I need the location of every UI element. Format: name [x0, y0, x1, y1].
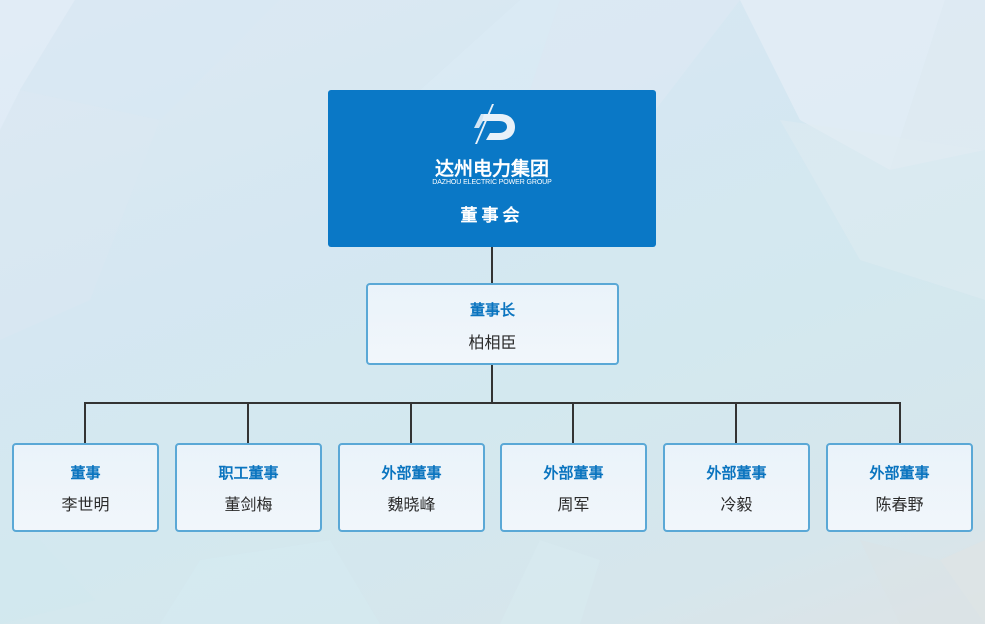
- director-name: 冷毅: [720, 495, 753, 514]
- director-role: 董事: [70, 464, 101, 482]
- connector-drop-1: [84, 402, 86, 443]
- chairman-node[interactable]: 董事长 柏相臣: [366, 283, 619, 365]
- connector-drop-5: [735, 402, 737, 443]
- director-role: 职工董事: [218, 464, 279, 482]
- director-name: 李世明: [61, 495, 110, 514]
- connector-drop-6: [899, 402, 901, 443]
- connector-drop-4: [572, 402, 574, 443]
- organization-name: 达州电力集团: [434, 158, 549, 180]
- director-role: 外部董事: [381, 464, 442, 482]
- director-node[interactable]: 外部董事 冷毅: [663, 443, 810, 532]
- director-role: 外部董事: [543, 464, 604, 482]
- chairman-role: 董事长: [469, 301, 515, 319]
- director-node[interactable]: 董事 李世明: [12, 443, 159, 532]
- director-name: 魏晓峰: [387, 495, 436, 514]
- director-node[interactable]: 外部董事 周军: [500, 443, 647, 532]
- chairman-name: 柏相臣: [468, 333, 517, 352]
- connector-drop-2: [247, 402, 249, 443]
- board-node[interactable]: 达州电力集团 DAZHOU ELECTRIC POWER GROUP 董事会: [328, 90, 656, 247]
- lightning-d-logo-icon: [474, 104, 515, 144]
- connector-board-to-chairman: [491, 247, 493, 283]
- board-title: 董事会: [460, 206, 524, 226]
- connector-bus: [84, 402, 901, 404]
- organization-name-english: DAZHOU ELECTRIC POWER GROUP: [432, 179, 552, 186]
- director-role: 外部董事: [706, 464, 767, 482]
- director-name: 董剑梅: [224, 495, 273, 514]
- director-node[interactable]: 外部董事 魏晓峰: [338, 443, 485, 532]
- director-name: 周军: [557, 495, 590, 514]
- connector-chairman-to-bus: [491, 365, 493, 403]
- director-node[interactable]: 职工董事 董剑梅: [175, 443, 322, 532]
- director-role: 外部董事: [869, 464, 930, 482]
- director-name: 陈春野: [875, 495, 924, 514]
- director-node[interactable]: 外部董事 陈春野: [826, 443, 973, 532]
- connector-drop-3: [410, 402, 412, 443]
